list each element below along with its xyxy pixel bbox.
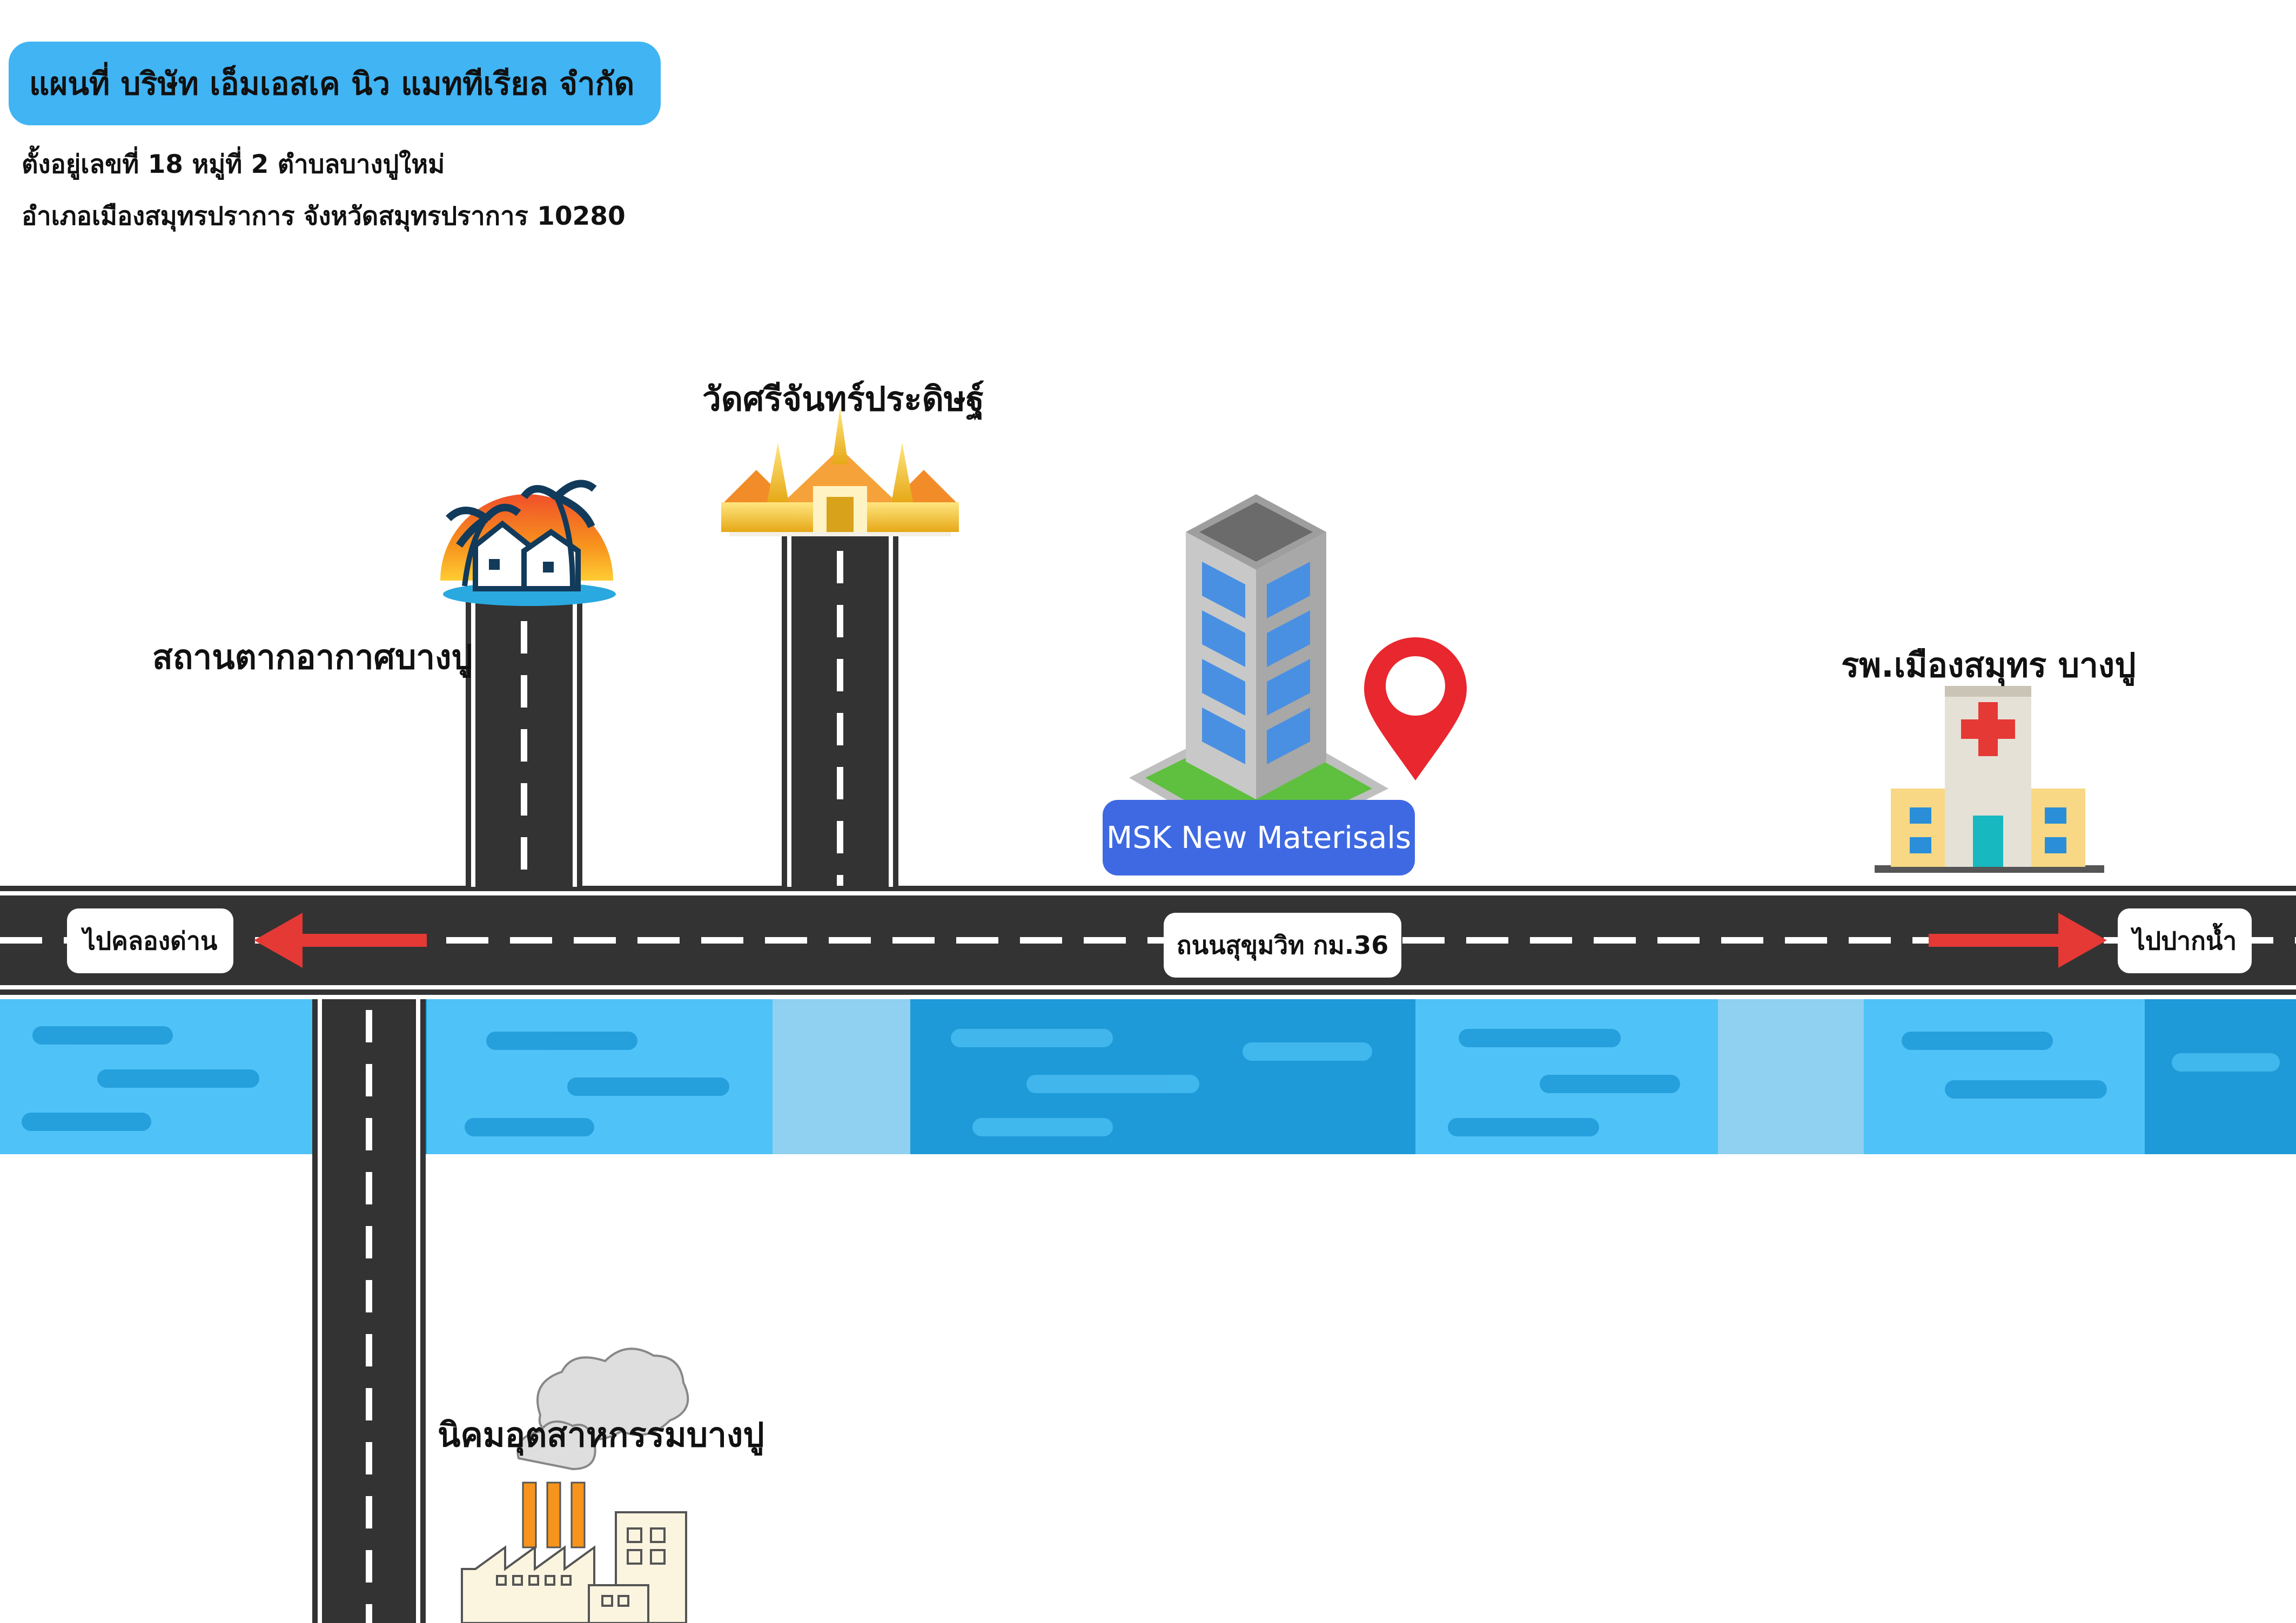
river <box>0 999 2296 1154</box>
branch-road-weather-station <box>466 600 582 887</box>
road-name-label: ถนนสุขุมวิท กม.36 <box>1164 913 1401 978</box>
address-line-1: ตั้งอยู่เลขที่ 18 หมู่ที่ 2 ตำบลบางปูใหม… <box>22 150 445 179</box>
branch-road-industrial <box>312 999 426 1623</box>
branch-road-temple <box>782 535 898 887</box>
direction-left-label: ไปคลองด่าน <box>67 908 233 973</box>
beach-house-icon <box>440 480 616 606</box>
temple-label: วัดศรีจันทร์ประดิษฐ์ <box>702 379 984 419</box>
company-label: MSK New Materisals <box>1103 800 1415 876</box>
direction-right-label: ไปปากน้ำ <box>2118 908 2252 973</box>
hospital-icon <box>1875 686 2104 873</box>
arrow-right-icon <box>1929 913 2107 968</box>
map-title: แผนที่ บริษัท เอ็มเอสเค นิว แมททีเรียล จ… <box>9 42 661 125</box>
factory-icon <box>461 1348 689 1623</box>
industrial-estate-label: นิคมอุตสาหกรรมบางปู <box>438 1415 764 1454</box>
weather-station-label: สถานตากอากาศบางปู <box>152 637 473 677</box>
arrow-left-icon <box>254 913 427 968</box>
temple-icon <box>721 408 959 536</box>
address-line-2: อำเภอเมืองสมุทรปราการ จังหวัดสมุทรปราการ… <box>22 201 626 231</box>
location-pin-icon <box>1364 637 1467 780</box>
hospital-label: รพ.เมืองสมุทร บางปู <box>1841 645 2136 685</box>
